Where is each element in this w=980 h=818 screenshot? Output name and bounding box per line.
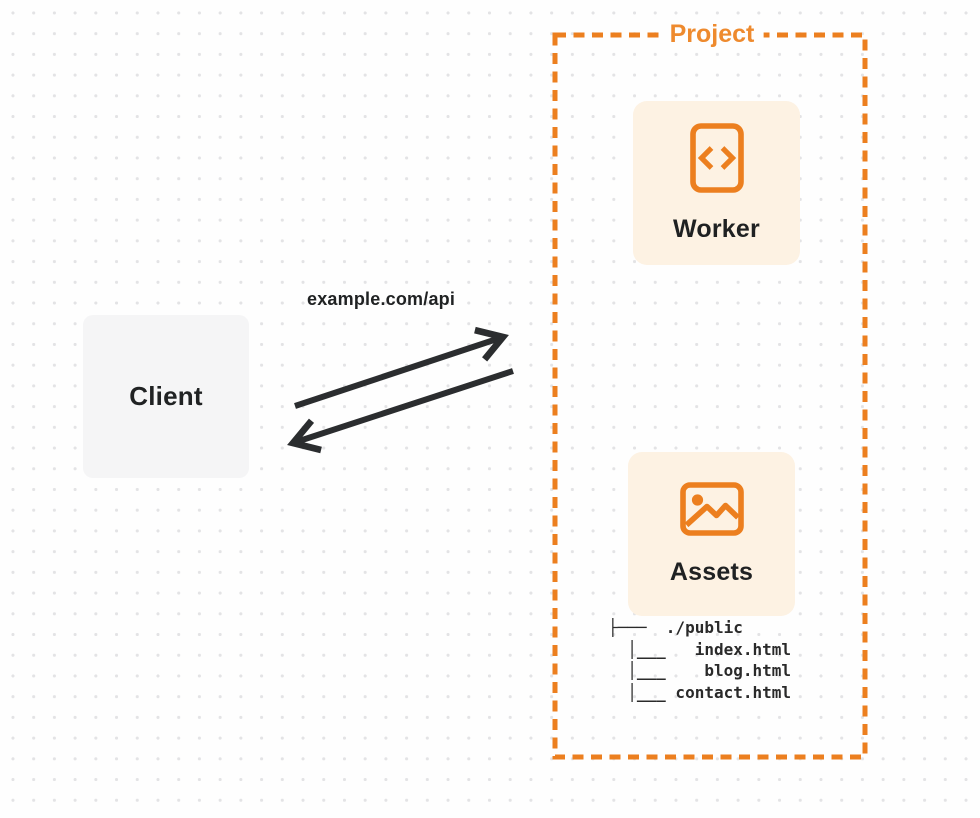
project-label: Project [660, 20, 764, 49]
client-node: Client [83, 315, 249, 478]
image-icon [679, 481, 744, 536]
file-tree-line-contact: │___ contact.html [608, 683, 792, 703]
request-url-label: example.com/api [307, 289, 456, 309]
code-icon [689, 122, 744, 193]
file-tree-line-blog: │___ blog.html [608, 661, 792, 681]
worker-card: Worker [633, 101, 800, 265]
request-arrow [294, 326, 509, 409]
assets-card: Assets [628, 452, 795, 616]
client-label: Client [129, 381, 203, 411]
assets-label: Assets [669, 557, 754, 586]
response-arrow [287, 368, 514, 454]
file-tree: ├─── ./public │___ index.html │___ blog.… [608, 617, 791, 704]
file-tree-line-index: │___ index.html [608, 639, 792, 659]
worker-label: Worker [673, 214, 760, 243]
file-tree-line-public: ├─── ./public [608, 618, 743, 637]
